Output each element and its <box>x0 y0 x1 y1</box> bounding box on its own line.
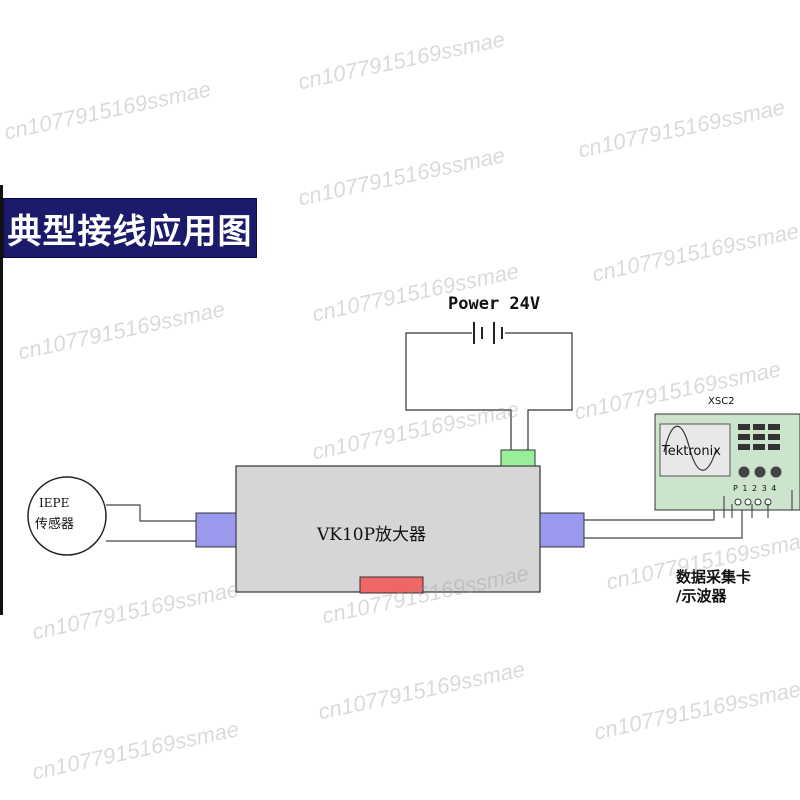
input-connector <box>195 512 237 548</box>
scope-probe-terminals <box>734 498 772 506</box>
red-connector <box>359 576 424 594</box>
daq-label-line1: 数据采集卡 <box>676 568 752 586</box>
sensor-cable <box>106 504 196 542</box>
output-connector <box>539 512 585 548</box>
left-border-line <box>0 185 3 615</box>
oscilloscope-brand: Tektronix <box>662 444 721 459</box>
sensor-label-iepe: IEPE <box>39 496 70 510</box>
scope-knobs <box>738 466 782 478</box>
scope-terminal-leads <box>723 490 793 518</box>
iepe-sensor <box>27 476 107 556</box>
power-connector <box>500 449 536 467</box>
daq-label: 数据采集卡 /示波器 <box>676 568 751 606</box>
battery-icon <box>473 322 503 344</box>
daq-label-line2: /示波器 <box>676 587 727 605</box>
power-supply-wiring <box>405 332 573 450</box>
oscilloscope-id: XSC2 <box>708 396 735 407</box>
title-banner: 典型接线应用图 <box>3 198 257 258</box>
oscilloscope-screen <box>659 423 731 477</box>
page-title: 典型接线应用图 <box>7 211 253 252</box>
waveform-icon <box>663 425 717 471</box>
scope-button-grid <box>738 424 780 450</box>
power-label: Power 24V <box>448 294 541 314</box>
oscilloscope-ports: P 1 2 3 4 <box>733 484 778 493</box>
amplifier-label: VK10P放大器 <box>317 525 427 545</box>
sensor-label-type: 传感器 <box>35 517 75 532</box>
